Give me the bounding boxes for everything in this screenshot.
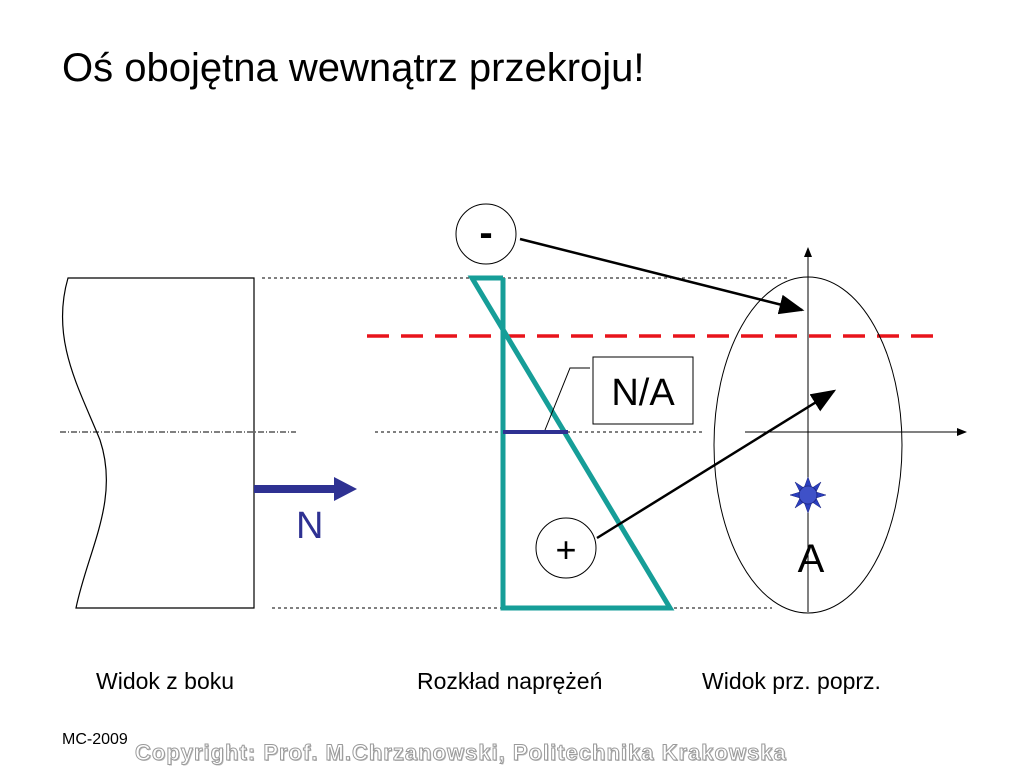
copyright-notice: Copyright: Prof. M.Chrzanowski, Politech… [135, 740, 787, 766]
tension-label: + [555, 529, 576, 570]
na-leader-line [544, 367, 590, 431]
centroid-star-icon [789, 476, 827, 514]
compression-circle [455, 203, 517, 265]
area-label: A [798, 537, 825, 581]
stress-diagram [467, 275, 675, 611]
side-view [60, 277, 296, 609]
tension-pointer [596, 389, 837, 540]
caption-cross-section-view: Widok prz. poprz. [702, 668, 881, 694]
na-label-box [592, 356, 694, 425]
caption-stress-distribution: Rozkład naprężeń [417, 668, 603, 694]
tension-circle [535, 517, 597, 579]
footer-code: MC-2009 [62, 731, 128, 748]
na-label: N/A [611, 372, 675, 414]
force-arrow [254, 477, 357, 501]
slide-title: Oś obojętna wewnątrz przekroju! [62, 46, 645, 90]
compression-pointer [519, 237, 805, 315]
stress-outline [467, 275, 675, 611]
compression-label: - [479, 211, 492, 255]
beam-side-outline [61, 277, 255, 609]
force-label: N [296, 505, 323, 547]
cross-section-view: A [713, 247, 967, 614]
caption-side-view: Widok z boku [96, 668, 235, 694]
